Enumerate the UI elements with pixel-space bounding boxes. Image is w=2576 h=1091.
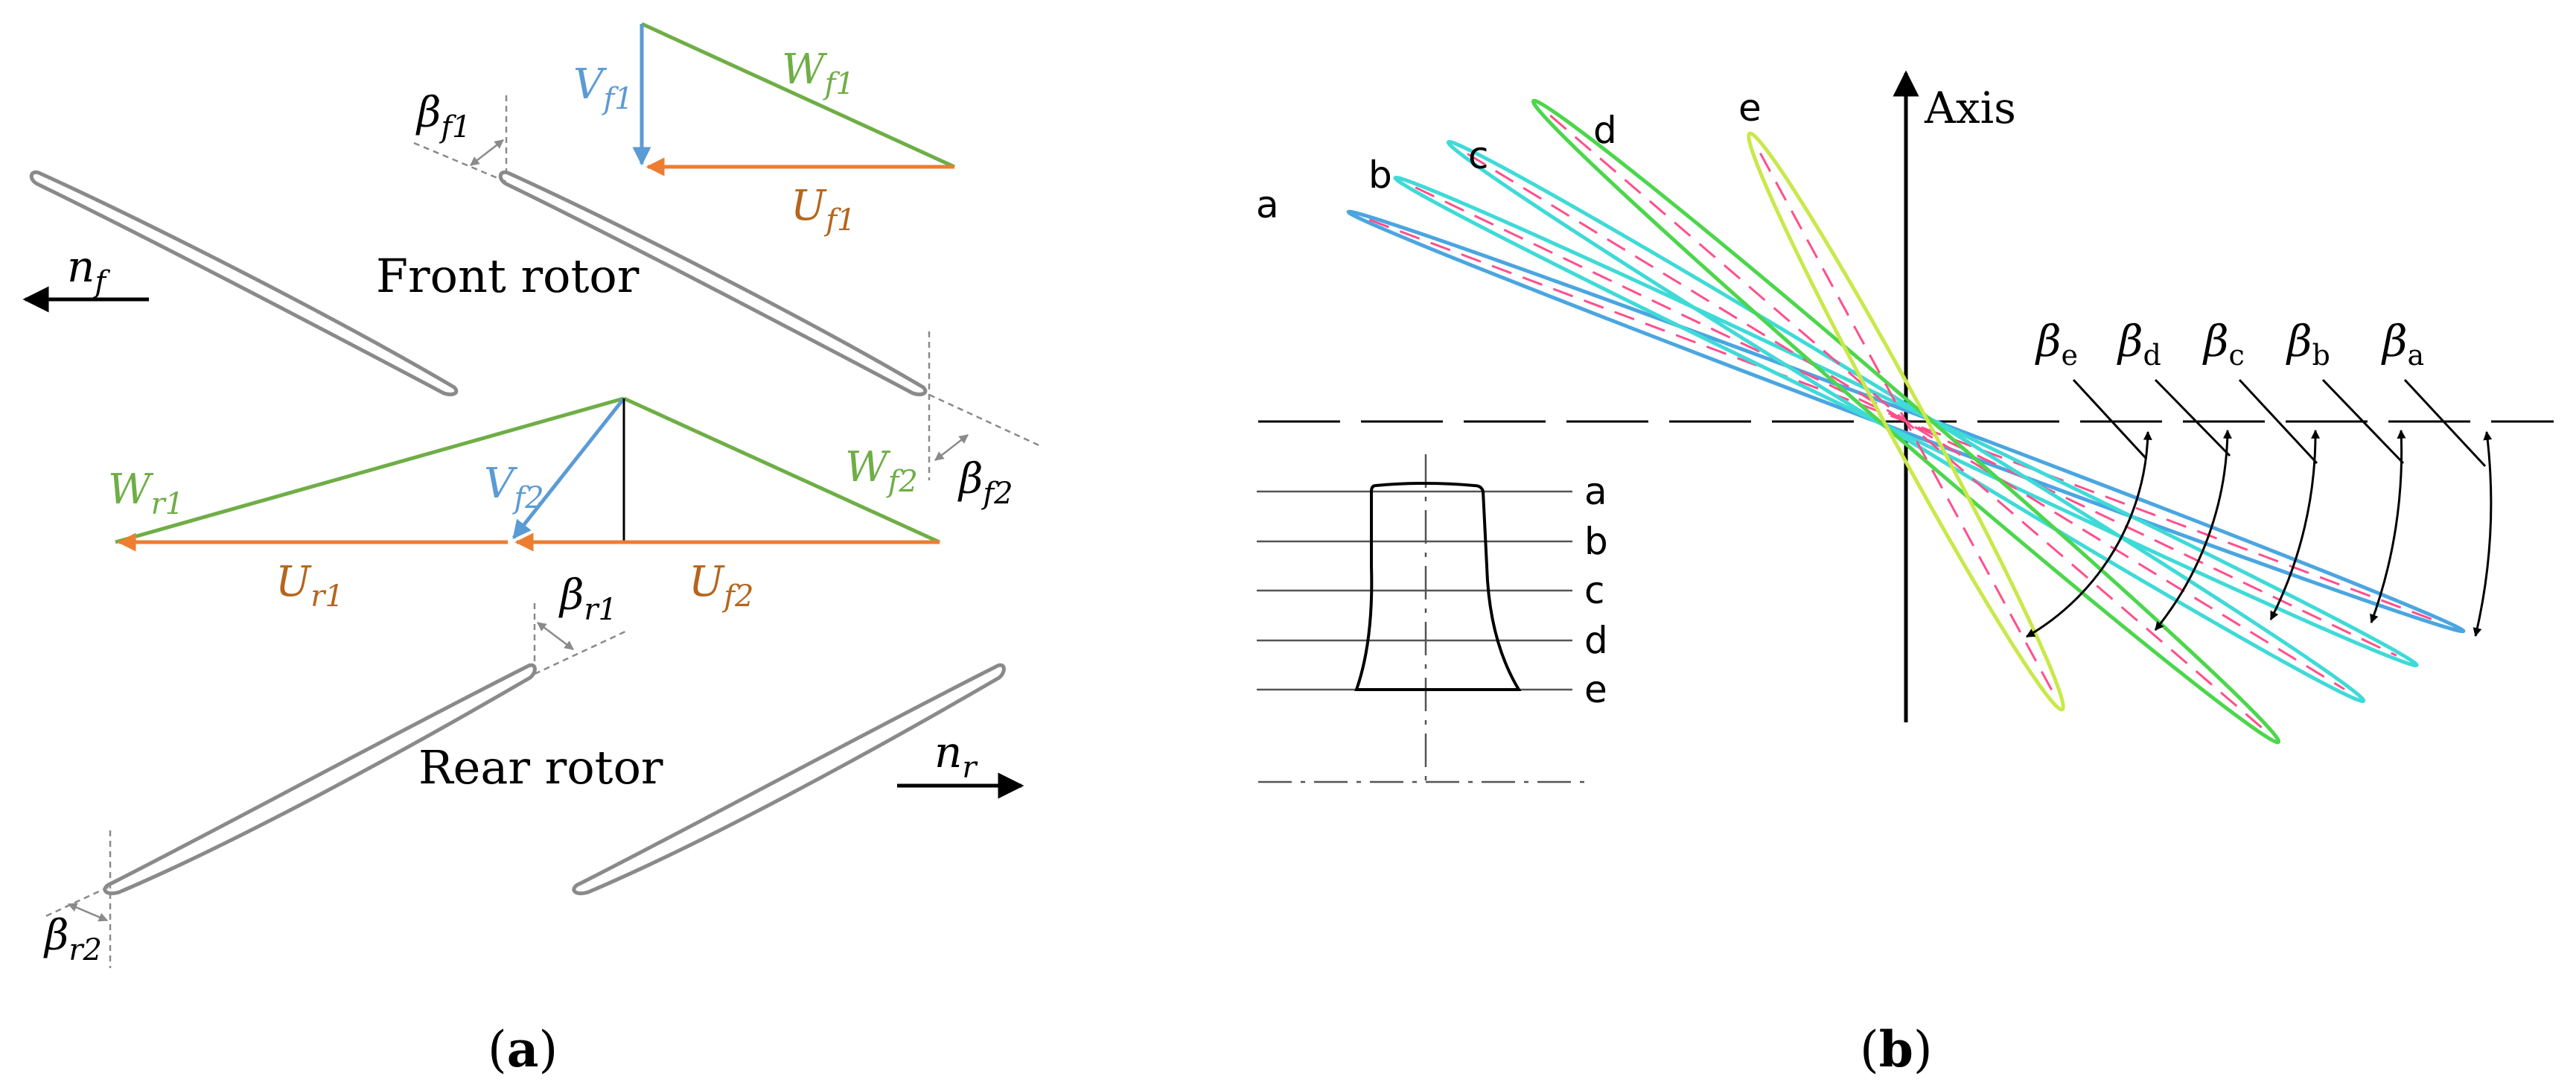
section-letter-d: d xyxy=(1593,109,1617,152)
inset-letter-b: b xyxy=(1584,520,1608,563)
section-letter-c: c xyxy=(1468,134,1489,177)
blade-sections xyxy=(1346,98,2466,745)
beta-f1-label: βf1 xyxy=(415,89,471,144)
w-f1-vector xyxy=(640,22,956,169)
rear-rotor-label: Rear rotor xyxy=(418,740,663,795)
w-r1-vector xyxy=(115,396,625,544)
n-f-label: nf xyxy=(67,241,110,299)
beta-labels: βe βd βc βb βa xyxy=(2035,316,2424,372)
beta-r2-label: βr2 xyxy=(43,912,102,967)
beta-a-label: βa xyxy=(2381,316,2424,372)
n-r-label: nr xyxy=(934,727,978,785)
inset-letter-e: e xyxy=(1584,668,1607,711)
beta-r1-label: βr1 xyxy=(558,571,617,627)
v-f1-label: Vf1 xyxy=(573,60,634,116)
beta-f2-label: βf2 xyxy=(957,455,1013,511)
inset-letter-c: c xyxy=(1584,569,1605,612)
rear-rotor-blades xyxy=(103,663,1006,895)
w-f1-label: Wf1 xyxy=(782,45,855,101)
blade-angle-lines xyxy=(45,95,1043,968)
beta-b-label: βb xyxy=(2286,316,2330,372)
section-e xyxy=(1747,131,2065,712)
middle-velocity-triangle xyxy=(115,396,941,552)
w-f2-label: Wf2 xyxy=(845,443,918,499)
w-r1-label: Wr1 xyxy=(108,465,184,521)
beta-d-label: βd xyxy=(2117,316,2161,372)
panel-a: Front rotor Rear rotor nf nr Vf1 Wf1 Uf1… xyxy=(22,22,1043,1078)
section-letter-e: e xyxy=(1738,86,1762,130)
axis-label: Axis xyxy=(1924,83,2016,133)
beta-leaders xyxy=(2072,378,2487,468)
v-f2-label: Vf2 xyxy=(484,459,544,515)
section-letter-b: b xyxy=(1368,153,1392,197)
caption-b: (b) xyxy=(1860,1020,1933,1078)
section-letters: a b c d e xyxy=(1256,86,1762,226)
v-f2-vector xyxy=(512,397,625,539)
rear-blade-right xyxy=(572,663,1006,895)
rear-blade-left xyxy=(103,663,537,895)
beta-arcs xyxy=(2025,429,2493,638)
blade-span-inset: a b c d e xyxy=(1257,454,1608,783)
front-velocity-triangle xyxy=(632,22,956,176)
u-f1-label: Uf1 xyxy=(791,182,855,238)
front-rotor-blades xyxy=(29,170,928,397)
u-f2-label: Uf2 xyxy=(689,558,753,614)
front-blade-left xyxy=(29,170,459,397)
inset-letter-d: d xyxy=(1584,619,1608,662)
beta-e-label: βe xyxy=(2035,316,2078,372)
caption-a: (a) xyxy=(488,1020,558,1078)
front-blade-right xyxy=(498,170,928,397)
u-r1-label: Ur1 xyxy=(275,558,344,614)
inset-letter-a: a xyxy=(1584,470,1607,513)
w-f2-vector xyxy=(622,396,941,544)
angle-arrows xyxy=(67,139,969,922)
panel-b: Axis a xyxy=(1256,70,2554,1078)
beta-c-label: βc xyxy=(2202,316,2245,372)
section-letter-a: a xyxy=(1256,183,1279,226)
front-rotor-label: Front rotor xyxy=(376,249,640,303)
